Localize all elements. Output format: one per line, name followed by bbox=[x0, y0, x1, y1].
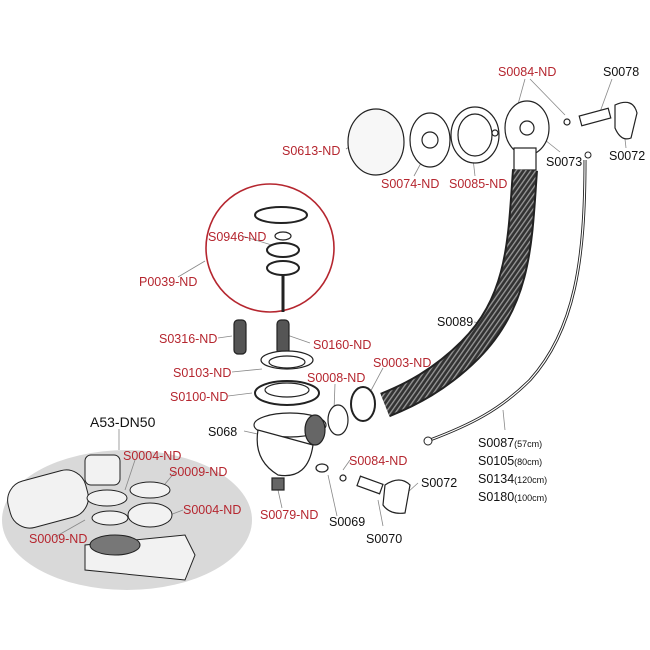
cable-variant: S0087(57cm) bbox=[478, 436, 543, 450]
part-label-s0009-a: S0009-ND bbox=[169, 465, 228, 479]
part-label-s0089: S0089 bbox=[437, 315, 474, 329]
part-label-s0613: S0613-ND bbox=[282, 144, 341, 158]
part-label-s0100: S0100-ND bbox=[170, 390, 229, 404]
part-label-s0072-bottom: S0072 bbox=[421, 476, 458, 490]
part-label-s0003: S0003-ND bbox=[373, 356, 432, 370]
part-label-a53: A53-DN50 bbox=[90, 414, 156, 430]
part-label-s0079: S0079-ND bbox=[260, 508, 319, 522]
waste-body bbox=[233, 319, 411, 514]
siphon-drawing bbox=[7, 454, 196, 581]
part-label-s0078: S0078 bbox=[603, 65, 640, 79]
part-label-s0073: S0073 bbox=[546, 155, 583, 169]
plug-assembly-highlight bbox=[205, 183, 335, 313]
part-label-s0160: S0160-ND bbox=[313, 338, 372, 352]
part-label-s068: S068 bbox=[208, 425, 238, 439]
overflow-assembly bbox=[347, 100, 638, 176]
cable-variant: S0134(120cm) bbox=[478, 472, 548, 486]
cable-variant: S0180(100cm) bbox=[478, 490, 548, 504]
part-label-s0072-top: S0072 bbox=[609, 149, 646, 163]
part-label-s0085: S0085-ND bbox=[449, 177, 508, 191]
part-label-s0946: S0946-ND bbox=[208, 230, 267, 244]
part-label-p0039: P0039-ND bbox=[139, 275, 198, 289]
part-label-s0004-b: S0004-ND bbox=[183, 503, 242, 517]
part-label-s0316: S0316-ND bbox=[159, 332, 218, 346]
plug-assembly bbox=[254, 206, 308, 312]
cable-variant: S0105(80cm) bbox=[478, 454, 543, 468]
part-label-s0084-bottom: S0084-ND bbox=[349, 454, 408, 468]
part-label-s0070: S0070 bbox=[366, 532, 403, 546]
part-label-s0103: S0103-ND bbox=[173, 366, 232, 380]
part-label-s0004-a: S0004-ND bbox=[123, 449, 182, 463]
part-label-s0069: S0069 bbox=[329, 515, 366, 529]
part-label-s0084-top: S0084-ND bbox=[498, 65, 557, 79]
cable-variants-list: S0087(57cm) S0105(80cm) S0134(120cm) S01… bbox=[478, 434, 547, 506]
part-label-s0074: S0074-ND bbox=[381, 177, 440, 191]
part-label-s0009-b: S0009-ND bbox=[29, 532, 88, 546]
part-label-s0008: S0008-ND bbox=[307, 371, 366, 385]
